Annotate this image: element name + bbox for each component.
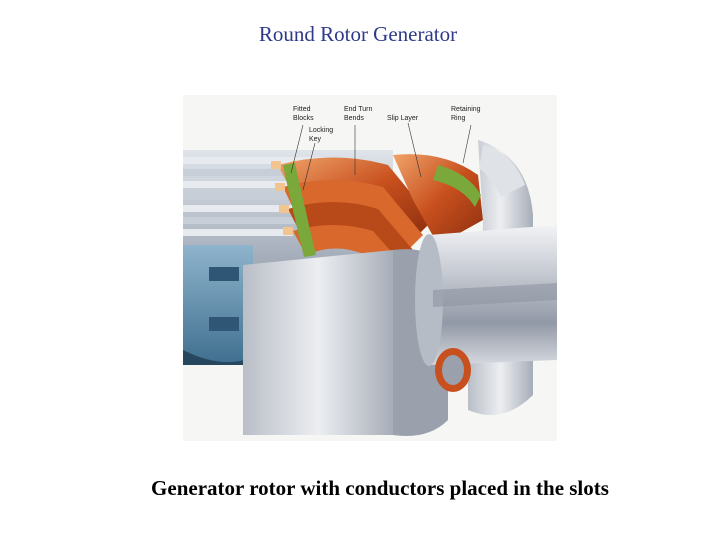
label-fitted-blocks-line2: Blocks: [293, 115, 314, 122]
label-locking-key-line1: Locking: [309, 127, 333, 134]
label-slip-layer: Slip Layer: [387, 115, 419, 122]
pole-face: [183, 245, 253, 365]
figure-caption: Generator rotor with conductors placed i…: [151, 476, 609, 500]
label-fitted-blocks-line1: Fitted: [293, 106, 311, 113]
rotor-cutaway-drawing: Fitted Blocks Locking Key End Turn Bends…: [183, 95, 557, 441]
label-locking-key-line2: Key: [309, 136, 322, 143]
label-retaining-ring-line2: Ring: [451, 115, 466, 122]
label-leaders: [290, 122, 472, 191]
rotor-illustration: Fitted Blocks Locking Key End Turn Bends…: [183, 95, 557, 441]
label-retaining-ring-line1: Retaining: [451, 106, 481, 113]
rotor-slots: [183, 157, 323, 236]
label-end-turn-bends-line2: Bends: [344, 115, 364, 122]
label-end-turn-bends-line1: End Turn: [344, 106, 373, 113]
end-sleeve: [243, 250, 393, 435]
slide-title: Round Rotor Generator: [258, 22, 458, 46]
